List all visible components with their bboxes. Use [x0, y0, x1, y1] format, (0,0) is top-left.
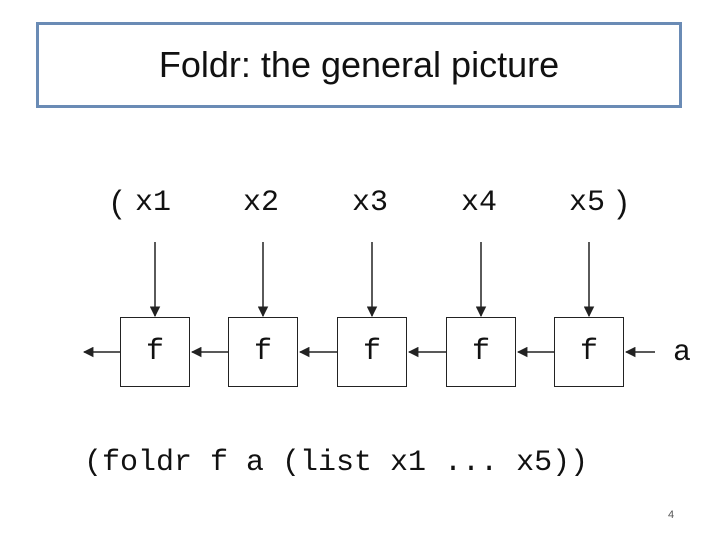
function-box-5: f: [554, 317, 624, 387]
function-box-2: f: [228, 317, 298, 387]
function-box-3: f: [337, 317, 407, 387]
function-box-4: f: [446, 317, 516, 387]
open-paren: (: [111, 184, 122, 220]
slide-title: Foldr: the general picture: [36, 22, 682, 108]
foldr-expression: (foldr f a (list x1 ... x5)): [84, 446, 589, 480]
element-label-5: x5: [569, 186, 606, 220]
element-label-1: x1: [135, 186, 172, 220]
function-box-1: f: [120, 317, 190, 387]
element-label-2: x2: [243, 186, 280, 220]
element-label-4: x4: [461, 186, 498, 220]
close-paren: ): [617, 184, 628, 220]
page-number: 4: [668, 509, 675, 521]
element-label-3: x3: [352, 186, 389, 220]
initial-value: a: [673, 336, 692, 370]
